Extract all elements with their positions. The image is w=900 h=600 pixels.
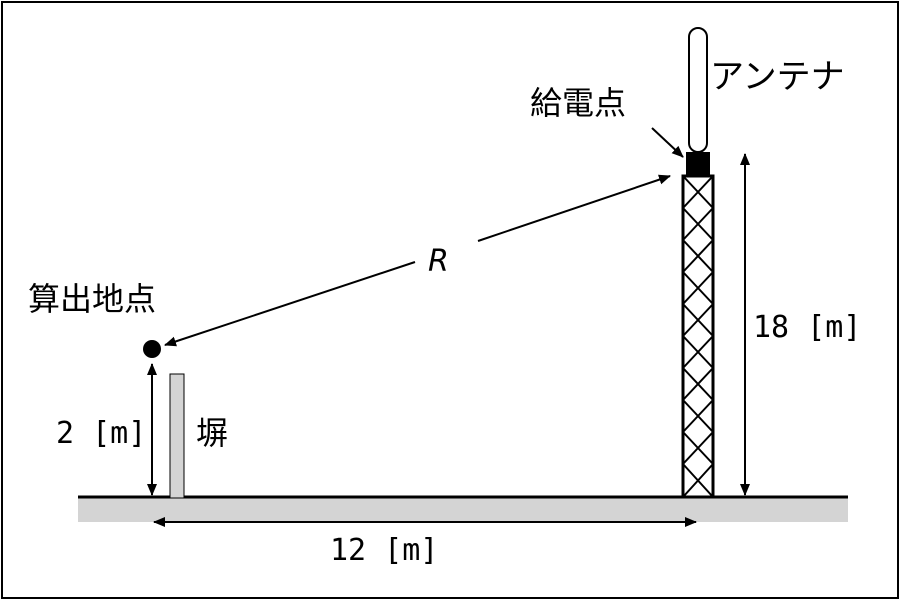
point-height-label: 2 [m]	[56, 416, 146, 451]
feed-point-arrow	[651, 127, 684, 158]
antenna-label: アンテナ	[710, 57, 845, 97]
wall-shape	[169, 373, 185, 499]
distance-arrow-upper	[477, 174, 671, 242]
wall-label: 塀	[196, 414, 228, 452]
ground-strip	[78, 498, 848, 522]
antenna-element	[688, 27, 708, 153]
feed-point-block	[686, 152, 710, 176]
tower-height-label: 18 [m]	[753, 310, 861, 345]
lattice-tower	[681, 174, 715, 499]
feed-point-label: 給電点	[530, 84, 626, 122]
horizontal-distance-label: 12 [m]	[330, 533, 438, 568]
calc-point-dot	[143, 340, 161, 358]
calc-point-label: 算出地点	[28, 280, 156, 318]
distance-r-label: R	[428, 244, 449, 279]
distance-arrow-lower	[164, 261, 416, 347]
